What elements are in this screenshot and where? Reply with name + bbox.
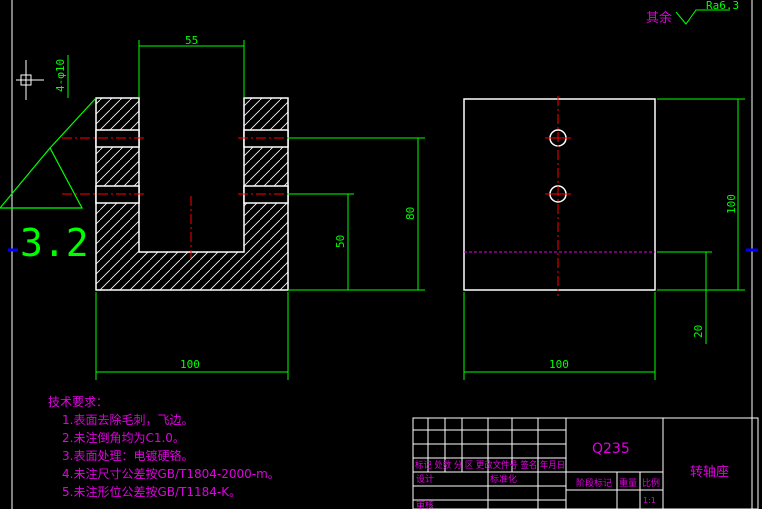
border-markers <box>8 0 758 509</box>
side-dimensions <box>463 98 745 380</box>
ucs-crosshair-icon <box>16 60 44 100</box>
tech-requirements-title: 技术要求： <box>48 395 109 409</box>
tb-scale-value: 1:1 <box>643 496 656 505</box>
tech-requirement-item: 4.未注尺寸公差按GB/T1804-2000-m。 <box>62 467 280 481</box>
tech-requirement-item: 3.表面处理：电镀硬铬。 <box>62 449 194 463</box>
tb-header-row: 标记 处数 分 区 更改文件号 签名 年月日 <box>415 459 565 471</box>
front-dimensions <box>67 40 425 380</box>
tb-part-name: 转轴座 <box>690 465 729 480</box>
title-block <box>412 417 759 509</box>
dim-front-total-height: 80 <box>404 207 417 220</box>
tech-requirement-item: 1.表面去除毛刺，飞边。 <box>62 413 194 427</box>
dim-side-height: 100 <box>725 194 738 214</box>
roughness-note-value: Ra6.3 <box>706 0 739 12</box>
tech-requirement-item: 5.未注形位公差按GB/T1184-K。 <box>62 485 242 499</box>
tb-review-label: 审核 <box>416 499 434 509</box>
roughness-value-large: 3.2 <box>20 221 89 265</box>
dim-front-width: 100 <box>180 358 200 371</box>
dim-side-width: 100 <box>549 358 569 371</box>
tb-material: Q235 <box>592 441 630 457</box>
tb-stage-label: 阶段标记 <box>576 477 612 489</box>
roughness-note-label: 其余 <box>646 10 672 26</box>
tb-weight-label: 重量 <box>619 477 637 489</box>
roughness-note-icon <box>675 9 730 25</box>
tb-scale-label: 比例 <box>642 477 660 489</box>
front-view <box>62 97 296 291</box>
tb-standardize-label: 标准化 <box>490 473 517 485</box>
dim-front-slot-depth: 50 <box>334 235 347 248</box>
dim-side-offset: 20 <box>692 325 705 338</box>
roughness-symbol-icon <box>0 97 97 209</box>
tech-requirement-item: 2.未注倒角均为C1.0。 <box>62 431 185 445</box>
tb-design-label: 设计 <box>416 473 434 485</box>
side-view <box>463 96 656 296</box>
dim-hole-spec: 4-φ10 <box>54 59 67 92</box>
dim-front-top-width: 55 <box>185 34 198 47</box>
tech-requirements: 技术要求： 1.表面去除毛刺，飞边。 2.未注倒角均为C1.0。 3.表面处理：… <box>48 393 280 501</box>
